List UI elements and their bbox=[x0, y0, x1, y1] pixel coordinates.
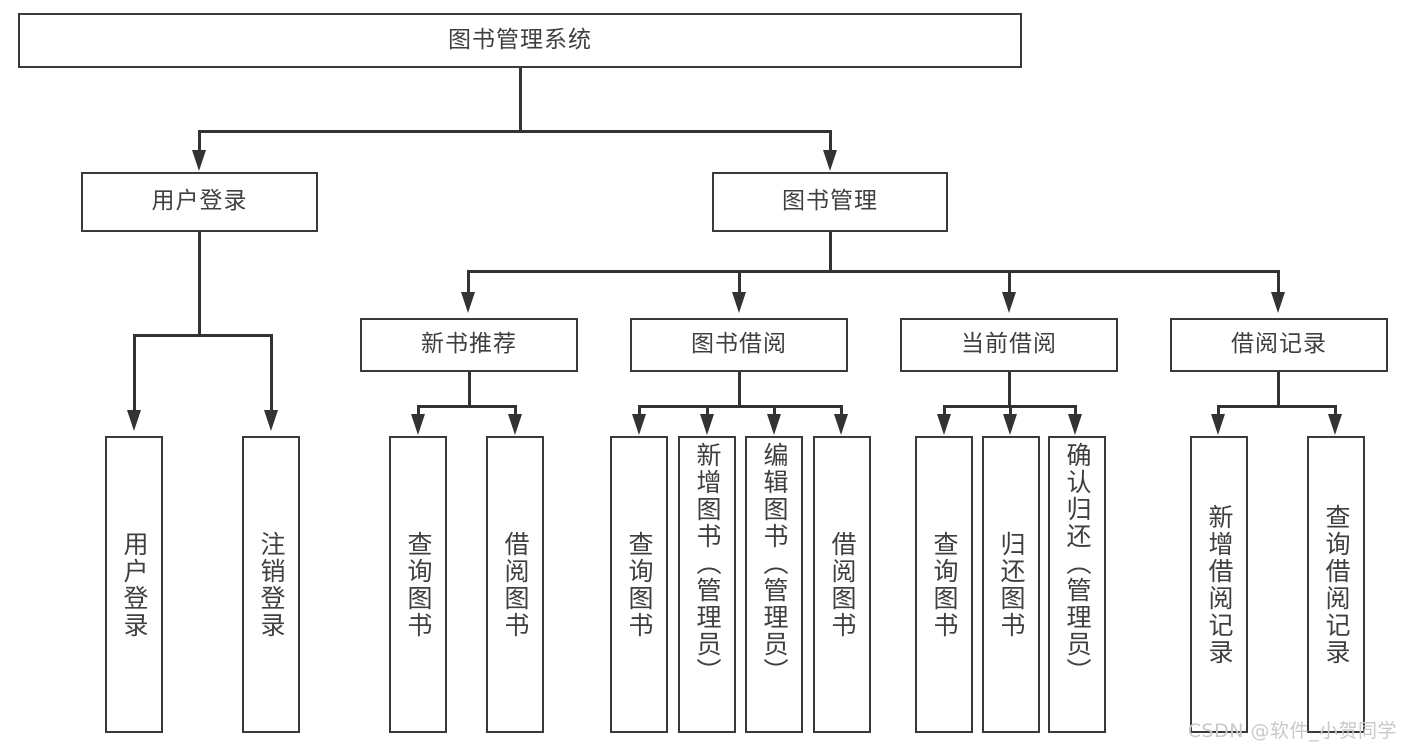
arrowhead-leaf-bb-3 bbox=[767, 414, 781, 435]
arrowhead-leaf-br-1 bbox=[1211, 414, 1225, 435]
arrowhead-leaf-cb-1 bbox=[937, 414, 951, 435]
node-new-book-recommend[interactable]: 新书推荐 bbox=[360, 318, 578, 372]
leaf-label: 归还图书 bbox=[997, 530, 1026, 639]
arrowhead-leaf-br-2 bbox=[1328, 414, 1342, 435]
arrowhead-leaf-nbr-1 bbox=[411, 414, 425, 435]
connector-drop-leaf-bb-3 bbox=[773, 405, 776, 419]
connector-drop-leaf-br-2 bbox=[1334, 405, 1337, 419]
leaf-user-login-1[interactable]: 用户登录 bbox=[105, 436, 163, 733]
node-label: 借阅记录 bbox=[1231, 331, 1327, 358]
connector-new-book-recommend-stem bbox=[468, 372, 471, 408]
leaf-label: 查询图书 bbox=[625, 530, 654, 639]
leaf-label: 注销登录 bbox=[257, 530, 286, 639]
node-label: 当前借阅 bbox=[961, 331, 1057, 358]
node-borrow-record[interactable]: 借阅记录 bbox=[1170, 318, 1388, 372]
connector-drop-user-login bbox=[198, 130, 201, 154]
connector-book-borrow-bus bbox=[638, 405, 843, 408]
arrowhead-book-management bbox=[823, 150, 837, 171]
node-book-borrow[interactable]: 图书借阅 bbox=[630, 318, 848, 372]
connector-drop-leaf-cb-3 bbox=[1074, 405, 1077, 419]
connector-drop-leaf-user-login-2 bbox=[270, 334, 273, 414]
node-root-book-management-system[interactable]: 图书管理系统 bbox=[18, 13, 1022, 68]
leaf-label: 编辑图书（管理员） bbox=[760, 442, 789, 685]
arrowhead-borrow-record bbox=[1271, 292, 1285, 313]
leaf-current-borrow-3[interactable]: 确认归还（管理员） bbox=[1048, 436, 1106, 733]
arrowhead-user-login bbox=[192, 150, 206, 171]
connector-drop-leaf-nbr-2 bbox=[514, 405, 517, 419]
connector-drop-leaf-user-login-1 bbox=[133, 334, 136, 414]
node-label: 新书推荐 bbox=[421, 331, 517, 358]
node-current-borrow[interactable]: 当前借阅 bbox=[900, 318, 1118, 372]
node-label: 图书管理 bbox=[782, 188, 878, 215]
leaf-book-borrow-3[interactable]: 编辑图书（管理员） bbox=[745, 436, 803, 733]
leaf-label: 借阅图书 bbox=[828, 530, 857, 639]
connector-drop-new-book-recommend bbox=[467, 270, 470, 296]
connector-user-login-stem bbox=[198, 232, 201, 336]
connector-borrow-record-stem bbox=[1277, 372, 1280, 408]
connector-borrow-record-bus bbox=[1217, 405, 1337, 408]
connector-drop-leaf-cb-2 bbox=[1009, 405, 1012, 419]
connector-drop-borrow-record bbox=[1277, 270, 1280, 296]
leaf-new-book-recommend-1[interactable]: 查询图书 bbox=[389, 436, 447, 733]
leaf-current-borrow-1[interactable]: 查询图书 bbox=[915, 436, 973, 733]
connector-drop-current-borrow bbox=[1008, 270, 1011, 296]
leaf-user-login-2[interactable]: 注销登录 bbox=[242, 436, 300, 733]
node-label: 图书借阅 bbox=[691, 331, 787, 358]
arrowhead-current-borrow bbox=[1002, 292, 1016, 313]
connector-level3-bus bbox=[467, 270, 1279, 273]
arrowhead-leaf-cb-2 bbox=[1003, 414, 1017, 435]
leaf-label: 新增借阅记录 bbox=[1205, 503, 1234, 666]
leaf-label: 确认归还（管理员） bbox=[1063, 442, 1092, 685]
arrowhead-leaf-user-login-2 bbox=[264, 410, 278, 431]
leaf-borrow-record-1[interactable]: 新增借阅记录 bbox=[1190, 436, 1248, 733]
connector-drop-book-management bbox=[829, 130, 832, 154]
connector-drop-leaf-nbr-1 bbox=[417, 405, 420, 419]
connector-drop-book-borrow bbox=[738, 270, 741, 296]
connector-root-stem bbox=[519, 68, 522, 132]
connector-drop-leaf-br-1 bbox=[1217, 405, 1220, 419]
leaf-book-borrow-1[interactable]: 查询图书 bbox=[610, 436, 668, 733]
leaf-label: 查询借阅记录 bbox=[1322, 503, 1351, 666]
leaf-book-borrow-4[interactable]: 借阅图书 bbox=[813, 436, 871, 733]
node-label: 用户登录 bbox=[151, 188, 248, 215]
leaf-label: 查询图书 bbox=[930, 530, 959, 639]
arrowhead-leaf-bb-4 bbox=[834, 414, 848, 435]
connector-drop-leaf-bb-2 bbox=[706, 405, 709, 419]
leaf-label: 查询图书 bbox=[404, 530, 433, 639]
connector-drop-leaf-cb-1 bbox=[943, 405, 946, 419]
connector-user-login-bus bbox=[133, 334, 272, 337]
arrowhead-leaf-nbr-2 bbox=[508, 414, 522, 435]
arrowhead-leaf-cb-3 bbox=[1068, 414, 1082, 435]
leaf-current-borrow-2[interactable]: 归还图书 bbox=[982, 436, 1040, 733]
connector-drop-leaf-bb-1 bbox=[638, 405, 641, 419]
arrowhead-new-book-recommend bbox=[461, 292, 475, 313]
leaf-book-borrow-2[interactable]: 新增图书（管理员） bbox=[678, 436, 736, 733]
connector-drop-leaf-bb-4 bbox=[840, 405, 843, 419]
leaf-label: 新增图书（管理员） bbox=[693, 442, 722, 685]
connector-current-borrow-stem bbox=[1008, 372, 1011, 408]
arrowhead-book-borrow bbox=[732, 292, 746, 313]
arrowhead-leaf-bb-2 bbox=[700, 414, 714, 435]
node-book-management[interactable]: 图书管理 bbox=[712, 172, 948, 232]
node-label: 图书管理系统 bbox=[448, 26, 592, 53]
leaf-label: 用户登录 bbox=[120, 530, 149, 639]
node-user-login[interactable]: 用户登录 bbox=[81, 172, 318, 232]
arrowhead-leaf-bb-1 bbox=[632, 414, 646, 435]
connector-book-borrow-stem bbox=[738, 372, 741, 408]
arrowhead-leaf-user-login-1 bbox=[127, 410, 141, 431]
connector-book-management-stem bbox=[829, 232, 832, 272]
leaf-borrow-record-2[interactable]: 查询借阅记录 bbox=[1307, 436, 1365, 733]
leaf-new-book-recommend-2[interactable]: 借阅图书 bbox=[486, 436, 544, 733]
connector-new-book-recommend-bus bbox=[417, 405, 517, 408]
leaf-label: 借阅图书 bbox=[501, 530, 530, 639]
connector-level2-bus bbox=[198, 130, 831, 133]
